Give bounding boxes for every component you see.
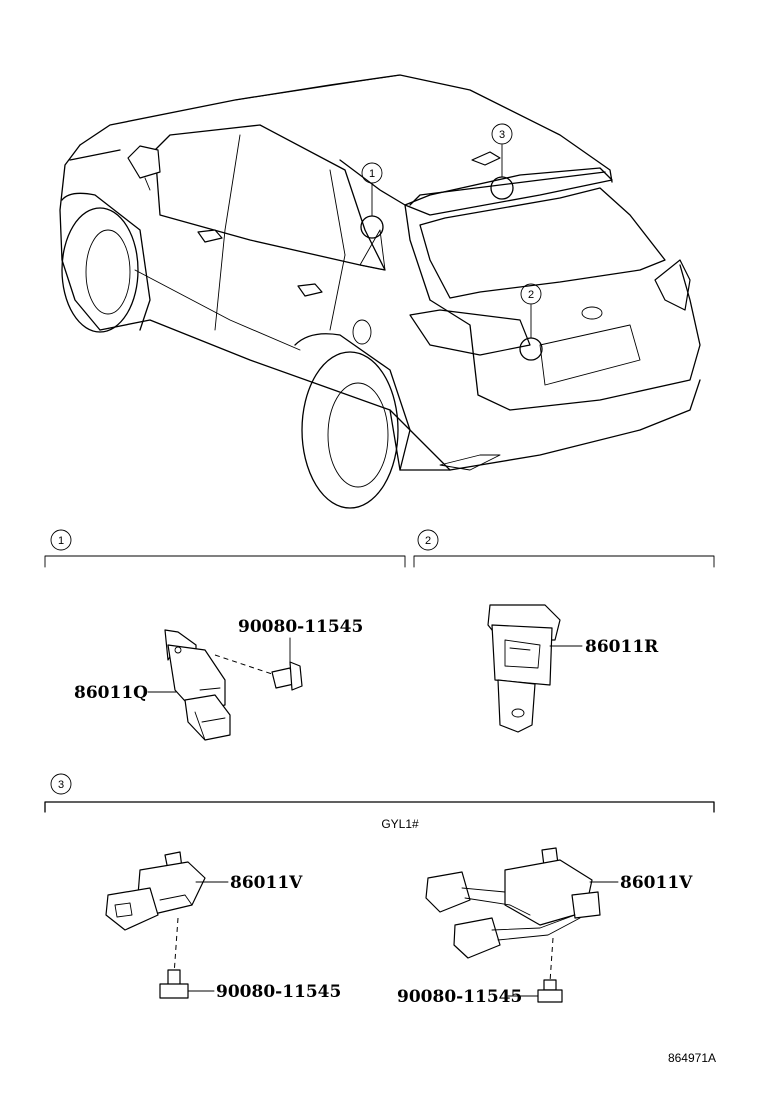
sensor-location-3-marker [490,176,514,200]
callout-number-3: 3 [499,129,505,141]
sensor-location-2-marker [519,337,543,361]
sensor-86011q-drawing [164,629,231,741]
sensor-86011v-right-drawing [425,847,601,959]
bolt-right-drawing [537,979,563,1003]
callout-circle-2 [520,283,542,305]
section-1: 1 90080-11545 86011Q [44,529,406,741]
part-label-90080-11545-right: 90080-11545 [397,987,522,1007]
part-label-86011v-right: 86011V [620,873,693,893]
part-label-90080-11545: 90080-11545 [238,617,363,637]
vehicle-illustration [59,74,701,509]
section-3: 3 GYL1# 86011V 90080-11545 [44,773,715,1007]
part-label-86011v-left: 86011V [230,873,303,893]
callout-circle-3 [491,123,513,145]
section-1-number: 1 [58,535,64,547]
section-2-number: 2 [425,535,431,547]
part-label-90080-11545-left: 90080-11545 [216,982,341,1002]
callout-circle-1 [361,162,383,184]
callout-number-1: 1 [369,168,375,180]
figure-id: 864971A [668,1051,716,1065]
callout-markers: 1 2 3 [360,123,543,361]
sensor-86011v-left-drawing [105,851,206,931]
section-3-number: 3 [58,779,64,791]
part-label-86011r: 86011R [585,637,659,657]
model-note: GYL1# [381,817,419,831]
bolt-90080-11545-drawing [271,661,303,691]
bolt-left-drawing [159,969,189,999]
callout-number-2: 2 [528,289,534,301]
part-label-86011q: 86011Q [74,683,148,703]
sensor-86011r-drawing [487,604,561,733]
section-2: 2 86011R [413,529,715,733]
